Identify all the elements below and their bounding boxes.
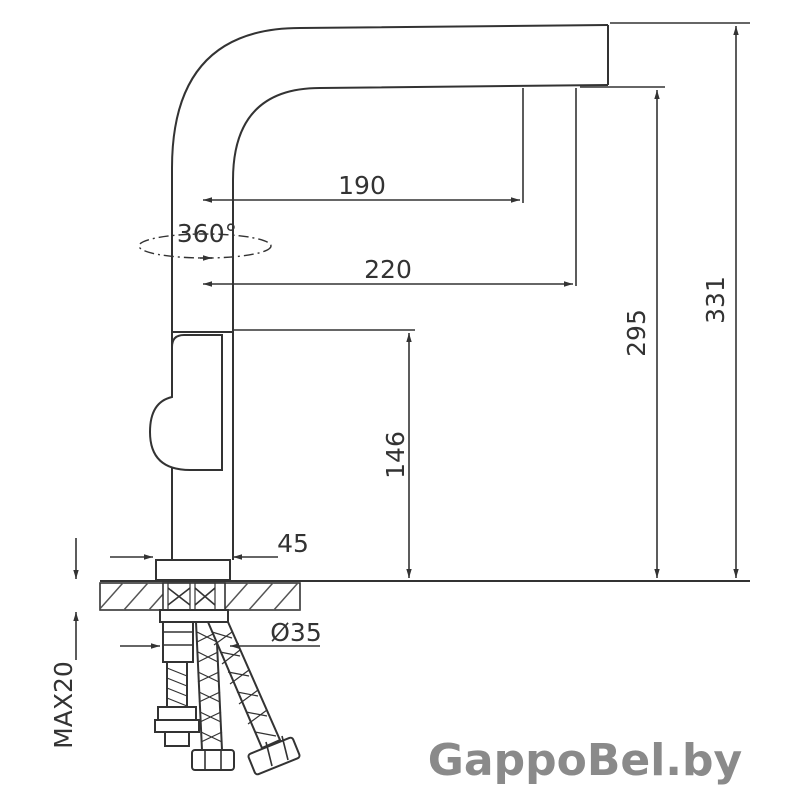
dimension-295: 295 [622, 90, 660, 578]
faucet-spout [171, 24, 609, 560]
dimension-146: 146 [381, 333, 412, 578]
dimension-max20-label: MAX20 [49, 661, 78, 749]
dimension-max20: MAX20 [49, 538, 79, 749]
dimension-331: 331 [701, 26, 739, 578]
extension-lines [233, 22, 750, 331]
rotation-label: 360° [177, 219, 237, 248]
dimension-146-label: 146 [381, 431, 410, 479]
faucet-handle [148, 334, 223, 471]
dimension-220: 220 [203, 255, 573, 287]
watermark-text: GappoBel.by [428, 735, 742, 786]
dimension-220-label: 220 [364, 255, 412, 284]
supply-hose-right [206, 621, 301, 776]
rotation-indicator: 360° [138, 219, 272, 261]
dimension-45: 45 [110, 529, 309, 560]
dimension-190: 190 [203, 171, 520, 203]
dimension-331-label: 331 [701, 276, 730, 324]
faucet-base [100, 559, 750, 582]
dimension-295-label: 295 [622, 309, 651, 357]
dimension-190-label: 190 [338, 171, 386, 200]
spout-outlets [522, 88, 577, 286]
dimension-d35-label: Ø35 [270, 618, 322, 647]
dimension-d35: Ø35 [120, 618, 322, 649]
mounting-stud [154, 609, 229, 747]
dimension-45-label: 45 [277, 529, 309, 558]
